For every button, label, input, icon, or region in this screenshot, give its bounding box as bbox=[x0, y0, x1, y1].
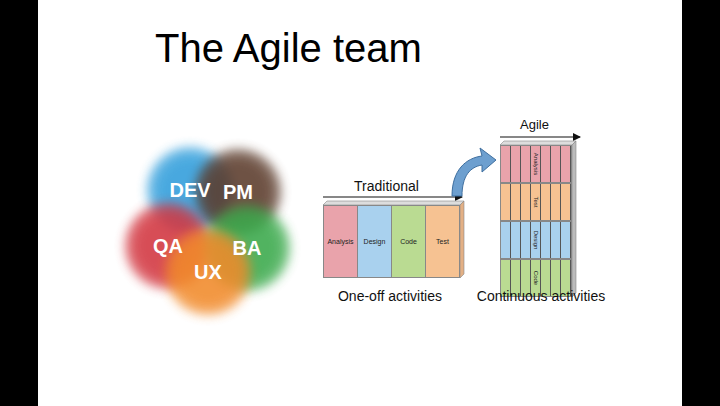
caption-label: Agile bbox=[520, 117, 549, 132]
timeline-arrow bbox=[500, 136, 580, 137]
phase-box: Code bbox=[391, 205, 426, 278]
team-role-circle: DEV bbox=[160, 174, 220, 206]
node-label: UX bbox=[194, 261, 222, 284]
node-label: Design bbox=[533, 230, 539, 251]
node-label: DEV bbox=[169, 179, 210, 202]
team-role-circle: QA bbox=[138, 230, 198, 262]
node-label: Code bbox=[400, 238, 417, 245]
node-label: QA bbox=[153, 235, 183, 258]
caption-label: Traditional bbox=[354, 178, 419, 194]
caption-label: One-off activities bbox=[338, 288, 442, 304]
stack-side-face bbox=[572, 141, 576, 297]
node-label: Test bbox=[533, 195, 539, 208]
team-role-circle: BA bbox=[217, 232, 277, 264]
node-label: Analysis bbox=[533, 152, 539, 176]
activity-band: Test bbox=[500, 183, 572, 221]
activity-band: Analysis bbox=[500, 145, 572, 183]
caption-label: Continuous activities bbox=[477, 288, 605, 304]
node-label: Analysis bbox=[327, 238, 353, 245]
timeline-arrow bbox=[323, 196, 462, 197]
node-label: BA bbox=[233, 237, 262, 260]
team-role-circle: PM bbox=[208, 176, 268, 208]
transition-arrow bbox=[452, 148, 496, 196]
phase-box: Test bbox=[425, 205, 460, 278]
team-role-circle: UX bbox=[178, 256, 238, 288]
phase-box: Analysis bbox=[323, 205, 358, 278]
node-label: Code bbox=[533, 270, 539, 286]
phase-box: Design bbox=[357, 205, 392, 278]
slide-title: The Agile team bbox=[155, 26, 422, 71]
node-label: Test bbox=[436, 238, 449, 245]
node-label: Design bbox=[364, 238, 386, 245]
node-label: PM bbox=[223, 181, 253, 204]
activity-band: Design bbox=[500, 221, 572, 259]
box-side-face bbox=[460, 201, 464, 278]
